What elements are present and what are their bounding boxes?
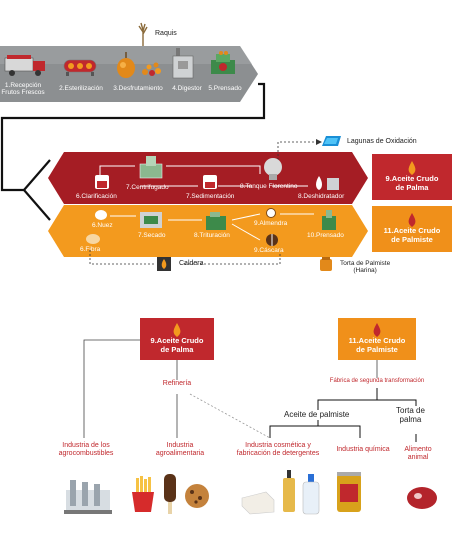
drop-icon — [373, 323, 381, 338]
kernel-press-icon — [322, 210, 336, 230]
clarificacion-label: 6.Clarificación — [76, 193, 117, 200]
red-band-arrows — [99, 165, 308, 187]
stage-pressing: 5.Prensado — [208, 85, 242, 92]
chemical-can-icon — [337, 472, 361, 512]
biofuel-pump-icon — [64, 480, 112, 514]
cascara-label: 9.Cáscara — [254, 247, 284, 254]
centrifuge-icon — [139, 156, 163, 179]
dryer-icon — [140, 212, 162, 228]
caldera-label: Caldera — [179, 260, 204, 267]
fries-icon — [132, 476, 154, 512]
press-icon — [211, 51, 235, 74]
fiber-icon — [86, 234, 100, 244]
dehydrator-icon — [316, 176, 339, 190]
meat-icon — [407, 487, 437, 509]
lotion-bottle-icon — [283, 470, 295, 512]
stage-threshing: 3.Desfrutamiento — [113, 85, 163, 92]
stage-reception: 1.Recepción Frutos Frescos — [1, 82, 45, 97]
shell-icon — [266, 234, 278, 246]
palm-kernel-band — [48, 205, 368, 257]
orange-band-arrows — [110, 213, 314, 241]
raquis-label: Raquis — [155, 30, 177, 37]
fruit-bunch-icon — [117, 52, 135, 78]
bottom-kernel-oil-card: 11.Aceite Crudo de Palmiste — [338, 318, 416, 360]
lagunas-connector — [277, 139, 322, 164]
centrifugado-label: 7.Centrifugado — [126, 184, 169, 191]
sediment-icon — [203, 175, 217, 189]
cookie-icon — [185, 484, 209, 508]
ind-quimica-label: Industria química — [336, 446, 390, 453]
output-palm-oil-card: 9.Aceite Crudo de Palma — [372, 154, 452, 200]
secado-label: 7.Secado — [138, 232, 166, 239]
fibra-label: 6.Fibra — [80, 246, 101, 253]
caldera-connector — [89, 250, 281, 265]
almendra-label: 9.Almendra — [254, 220, 288, 227]
loose-fruit-icon — [142, 62, 161, 76]
soap-icon — [241, 491, 275, 515]
kernel-icon — [266, 208, 276, 218]
ice-cream-icon — [164, 474, 176, 514]
pond-icon — [322, 136, 341, 146]
aceite-palmiste-label: Aceite de palmiste — [284, 410, 350, 419]
sterilizer-icon — [63, 59, 97, 76]
boiler-icon — [157, 257, 171, 271]
main-connector — [0, 82, 266, 221]
torta-harina-label: Torta de Palmiste (Harina) — [340, 260, 391, 275]
truck-icon — [4, 55, 45, 76]
digestor-icon — [172, 48, 194, 79]
drop-icon — [173, 323, 181, 338]
prensado-label: 10.Prensado — [307, 232, 344, 239]
bottom-palm-oil-card: 9.Aceite Crudo de Palma — [140, 318, 214, 360]
ind-agroalimentaria-label: Industria agroalimentaria — [155, 442, 205, 458]
stage-digestor: 4.Digestor — [172, 85, 202, 92]
bottom-connectors — [83, 339, 417, 442]
drop-icon — [408, 161, 416, 176]
crusher-icon — [206, 212, 226, 230]
sedimentacion-label: 7.Sedimentación — [186, 193, 235, 200]
nut-icon — [95, 210, 107, 220]
nuez-label: 6.Nuez — [92, 222, 113, 229]
output-kernel-oil-card: 11.Aceite Crudo de Palmiste — [372, 206, 452, 252]
lagunas-label: Lagunas de Oxidación — [347, 138, 417, 145]
detergent-bottle-icon — [302, 474, 320, 515]
deshidratador-label: 8.Deshidratador — [298, 193, 345, 200]
drop-icon — [408, 213, 416, 228]
cake-bag-icon — [320, 257, 332, 271]
ind-cosmetica-label: Industria cosmética y fabricación de det… — [236, 442, 320, 458]
ind-agrocombustibles-label: Industria de los agrocombustibles — [58, 442, 114, 458]
florentine-tank-icon — [264, 158, 282, 180]
alimento-animal-label: Alimento animal — [404, 446, 432, 462]
clarifier-icon — [95, 175, 109, 189]
refineria-label: Refinería — [162, 380, 192, 387]
torta-palma-label: Torta de palma — [396, 406, 425, 425]
raquis-icon — [138, 22, 148, 46]
tanque-label: 8.Tanque Florentino — [240, 183, 298, 190]
fabrica-label: Fábrica de segunda transformación — [329, 378, 425, 384]
stage-sterilization: 2.Esterilización — [59, 85, 103, 92]
trituracion-label: 8.Trituración — [194, 232, 230, 239]
